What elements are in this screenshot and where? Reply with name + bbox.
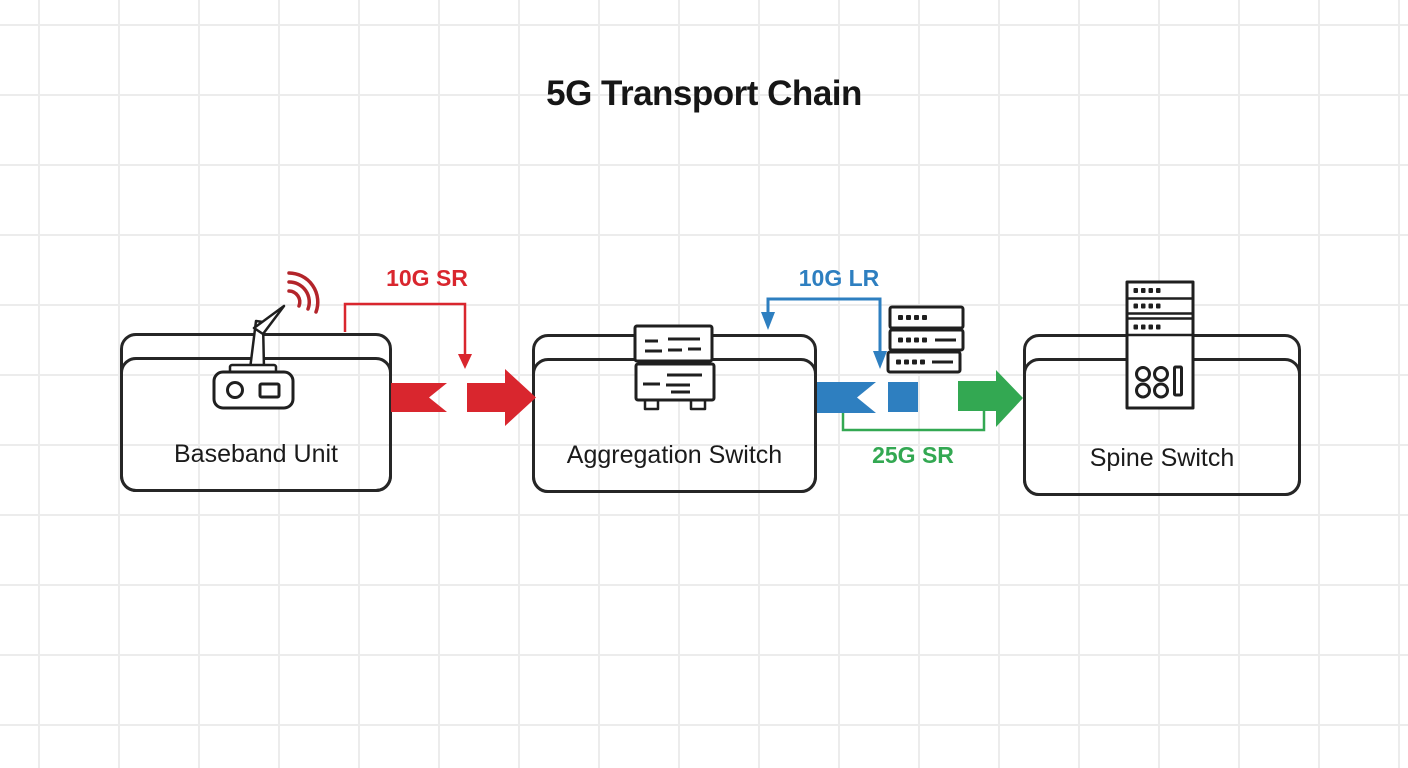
flow-arrow-red (391, 369, 536, 426)
node-spine-switch-frame (1023, 358, 1301, 496)
node-spine-switch-label: Spine Switch (1089, 444, 1235, 472)
node-spine-switch: Spine Switch (1023, 334, 1301, 496)
wifi-signal-arcs-icon (287, 271, 320, 314)
link-label-10g-lr: 10G LR (798, 265, 880, 291)
node-aggregation-switch: Aggregation Switch (532, 334, 817, 493)
node-baseband-unit-label: Baseband Unit (173, 440, 338, 468)
link-label-25g-sr: 25G SR (872, 442, 954, 468)
flow-arrow-blue (817, 382, 918, 413)
node-aggregation-switch-label: Aggregation Switch (566, 441, 783, 469)
node-baseband-unit: Baseband Unit (120, 333, 392, 492)
node-baseband-unit-frame (120, 357, 392, 492)
node-aggregation-switch-frame (532, 358, 817, 493)
diagram-title: 5G Transport Chain (546, 74, 862, 113)
flow-arrow-green (958, 370, 1023, 427)
server-rack-stack-icon (886, 305, 965, 374)
link-label-10g-sr: 10G SR (386, 265, 468, 291)
link-bracket-25g-sr (841, 411, 986, 432)
